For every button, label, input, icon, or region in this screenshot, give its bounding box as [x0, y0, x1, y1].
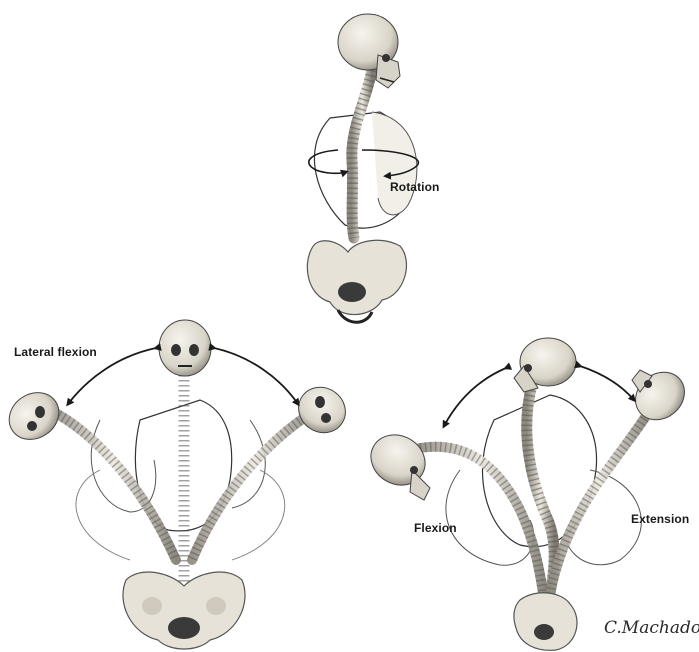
flexext-spine-extension	[548, 410, 650, 605]
lateral-skull-center	[159, 320, 211, 376]
flexion-label: Flexion	[414, 521, 457, 535]
rotation-figure	[307, 14, 418, 322]
lateral-spine-right	[192, 410, 316, 560]
lateral-spine-left	[50, 410, 176, 560]
flexext-skull-extension	[626, 362, 694, 429]
flexion-extension-figure	[362, 338, 694, 650]
rotation-label: Rotation	[390, 180, 439, 194]
lateral-arrow-right	[214, 348, 298, 404]
extension-label: Extension	[631, 512, 689, 526]
lateral-flexion-label: Lateral flexion	[14, 345, 97, 359]
lateral-flexion-figure	[0, 320, 354, 649]
flexext-skull-center	[514, 338, 576, 392]
rotation-ribcage-rotated-outline	[372, 112, 417, 215]
flexext-skull-flexion	[362, 425, 434, 500]
lateral-skull-left	[0, 383, 68, 449]
lateral-skull-right	[290, 378, 355, 442]
artist-signature: C.Machado	[604, 618, 699, 638]
flexext-pelvis	[514, 593, 577, 651]
flexion-arrow	[444, 368, 506, 426]
rotation-pelvis	[307, 240, 406, 322]
extension-arrow	[580, 366, 634, 400]
